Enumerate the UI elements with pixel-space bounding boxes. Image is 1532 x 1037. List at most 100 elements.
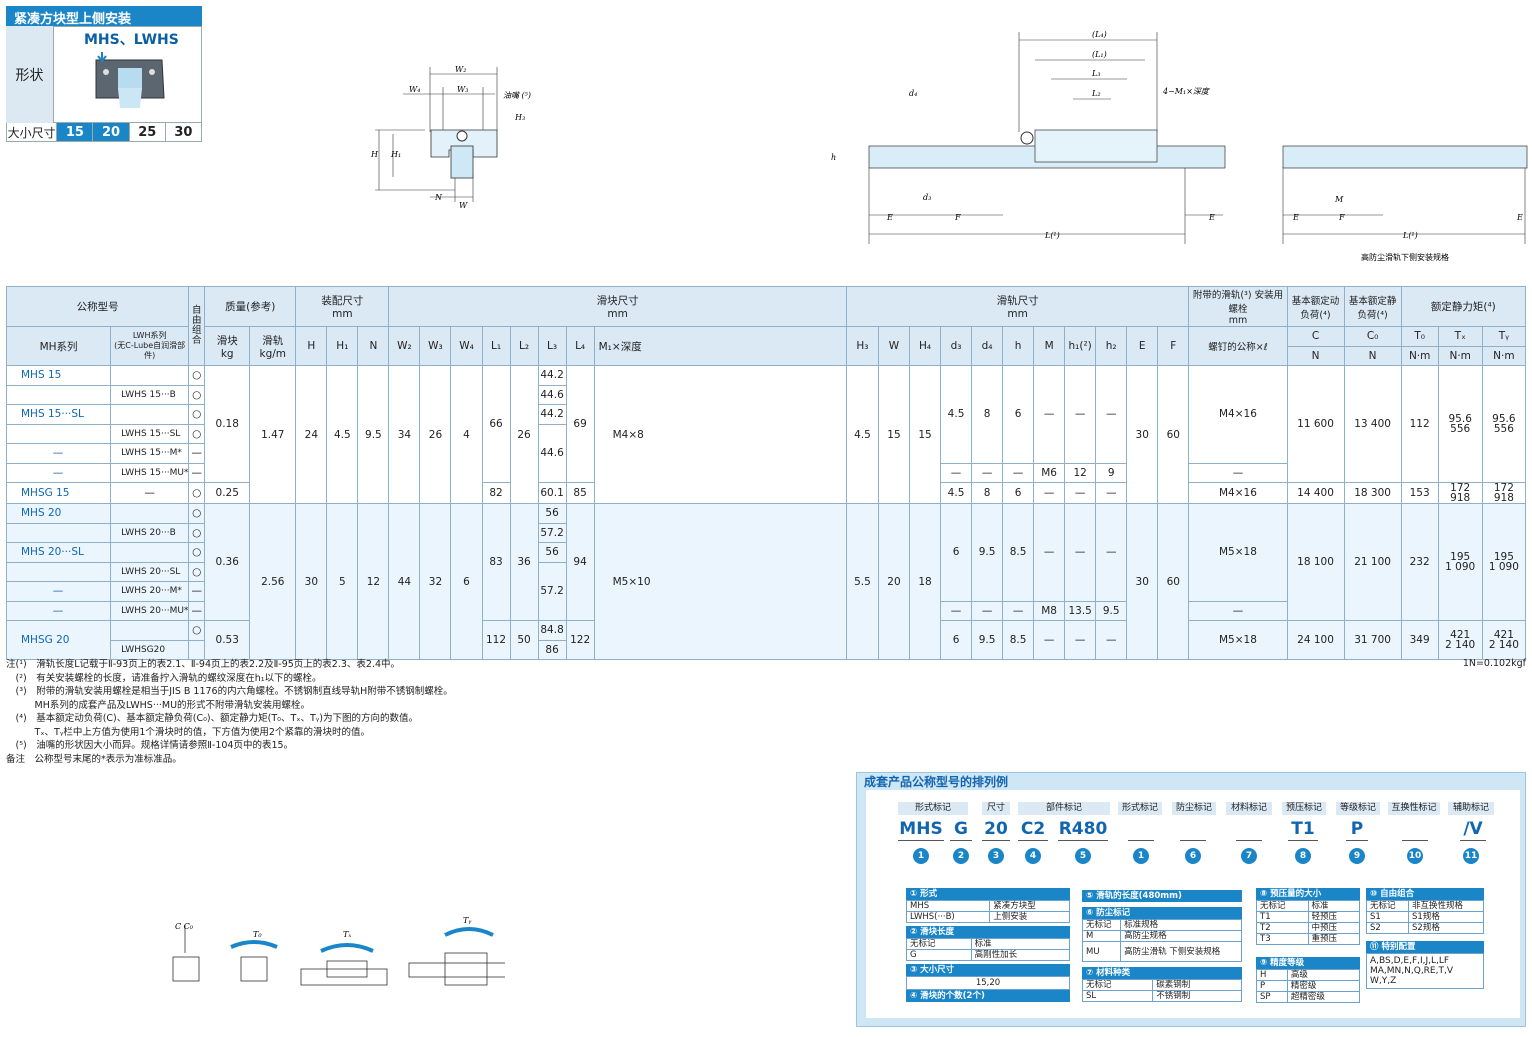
table-cell: — bbox=[1188, 462, 1288, 483]
text-label: ④ 滑块的个数(2个) bbox=[906, 990, 1070, 1002]
table-cell: — bbox=[1033, 503, 1066, 602]
text-label: ⑩ 自由组合 bbox=[1366, 888, 1484, 900]
footnotes: 注(¹) 滑轨长度L记载于Ⅱ-93页上的表2.1、Ⅱ-94页上的表2.2及Ⅱ-9… bbox=[6, 658, 646, 766]
hdr-form: 形式标记 bbox=[898, 802, 968, 815]
th-L2: L₂ bbox=[509, 326, 539, 366]
table-cell: ○ bbox=[188, 404, 206, 425]
label-l2b: L(¹) bbox=[1402, 231, 1418, 240]
num-4: 4 bbox=[1025, 848, 1041, 864]
table-cell: 9.5 bbox=[357, 365, 390, 504]
num-1: 1 bbox=[913, 848, 929, 864]
table-cell: M4×16 bbox=[1188, 365, 1288, 464]
table-cell: 44.6 bbox=[537, 384, 567, 405]
table-cell: 14 400 bbox=[1286, 482, 1345, 504]
drawing-caption: 高防尘滑轨下侧安装规格 bbox=[1361, 252, 1449, 262]
label-w: W bbox=[459, 201, 468, 210]
text-label: 精密级 bbox=[1286, 980, 1361, 992]
hdr-material: 材料标记 bbox=[1226, 802, 1272, 815]
table-cell: — bbox=[110, 482, 190, 504]
th-L3: L₃ bbox=[537, 326, 567, 366]
table-cell: 84.8 bbox=[537, 620, 567, 641]
hdr-grade: 等级标记 bbox=[1336, 802, 1380, 815]
th-H4: H₄ bbox=[908, 326, 942, 366]
table-cell bbox=[5, 561, 112, 582]
ordering-title: 成套产品公称型号的排列例 bbox=[864, 775, 1009, 789]
table-cell: ○ bbox=[188, 561, 206, 582]
label-l4: (L₄) bbox=[1092, 30, 1107, 39]
label-d3: d₃ bbox=[923, 193, 931, 202]
table-cell: LWHS 20···M* bbox=[110, 581, 190, 602]
size-label: 大小尺寸 bbox=[7, 123, 57, 141]
label-w3: W₃ bbox=[457, 85, 468, 94]
th-C: C bbox=[1286, 326, 1345, 347]
text-label: ⑪ 特别配置 bbox=[1366, 941, 1484, 953]
text-label: ② 滑块长度 bbox=[906, 926, 1070, 938]
table-row: LWHS 20···SL○57.2 bbox=[5, 561, 1526, 621]
table-cell: — bbox=[1033, 482, 1066, 504]
code-mhs: MHS bbox=[898, 819, 944, 841]
num-11: 11 bbox=[1463, 848, 1479, 864]
table-cell: — bbox=[1064, 620, 1097, 660]
table-cell: 36 bbox=[509, 503, 539, 621]
code-c2: C2 bbox=[1018, 819, 1048, 841]
text-label: Tₓ、Tᵧ栏中上方值为使用1个滑块时的值，下方值为使用2个紧靠的滑块时的值。 bbox=[6, 726, 370, 738]
table-cell: 18 bbox=[908, 503, 942, 660]
text-label: (³) 附带的滑轨安装用螺栓是相当于JIS B 1176的内六角螺栓。不锈钢制直… bbox=[6, 686, 453, 697]
table-cell: — bbox=[5, 443, 112, 464]
code-v: /V bbox=[1460, 819, 1486, 841]
table-cell: — bbox=[940, 462, 973, 483]
table-cell: 50 bbox=[509, 620, 539, 660]
num-8: 8 bbox=[1295, 848, 1311, 864]
th-model: 公称型号 bbox=[5, 286, 190, 327]
table-cell: 8 bbox=[971, 482, 1004, 504]
table-cell: 0.53 bbox=[204, 620, 251, 660]
label-grease: 油嘴 (⁵) bbox=[503, 91, 531, 100]
table-cell: 9 bbox=[1095, 462, 1128, 483]
table-cell: 9.5 bbox=[971, 503, 1004, 602]
table-cell: MHS 15 bbox=[5, 365, 112, 386]
table-row: MHS 15···SL○44.2 bbox=[5, 404, 1526, 425]
table-cell: 69 bbox=[565, 365, 595, 483]
th-C0: C₀ bbox=[1343, 326, 1402, 347]
table-cell: M5×18 bbox=[1188, 620, 1288, 660]
label-load-ty: Tᵧ bbox=[463, 916, 471, 925]
text-label: T3 bbox=[1256, 933, 1309, 945]
table-cell: — bbox=[1095, 620, 1128, 660]
table-cell: MHSG 20 bbox=[5, 620, 112, 660]
table-cell: 6 bbox=[450, 503, 483, 660]
table-cell: — bbox=[1095, 503, 1128, 602]
table-cell: 60.1 bbox=[537, 482, 567, 504]
th-free: 自由组合 bbox=[188, 286, 206, 366]
th-d3: d₃ bbox=[940, 326, 973, 366]
text-label: 无标记 bbox=[1081, 919, 1122, 931]
th-h2: h₂ bbox=[1095, 326, 1128, 366]
table-cell: — bbox=[1033, 365, 1066, 464]
label-m: M bbox=[1334, 195, 1344, 204]
code-blank2 bbox=[1180, 819, 1206, 841]
text-label: 不锈钢制 bbox=[1152, 990, 1242, 1002]
table-cell: 4.5 bbox=[940, 482, 973, 504]
text-label: ⑥ 防尘标记 bbox=[1082, 907, 1242, 919]
table-cell: 122 bbox=[565, 620, 595, 660]
table-cell: — bbox=[188, 462, 206, 483]
num-3: 3 bbox=[988, 848, 1004, 864]
table-cell: 94 bbox=[565, 503, 595, 621]
th-h: h bbox=[1002, 326, 1035, 366]
text-label: 备注 公称型号末尾的*表示为准标准品。 bbox=[6, 753, 182, 765]
table-cell: 83 bbox=[481, 503, 511, 621]
label-e1: E bbox=[886, 213, 893, 222]
hdr-preload: 预压标记 bbox=[1282, 802, 1326, 815]
th-M1: M₁×深度 bbox=[593, 326, 847, 366]
text-label: 标准 bbox=[970, 938, 1071, 950]
text-label: 紧凑方块型 bbox=[989, 900, 1070, 912]
text-label: ③ 大小尺寸 bbox=[906, 964, 1070, 976]
table-row: LWHSG20 86 bbox=[7, 639, 1526, 660]
table-cell: — bbox=[1033, 620, 1066, 660]
th-F: F bbox=[1157, 326, 1190, 366]
table-cell: 6 bbox=[1002, 482, 1035, 504]
